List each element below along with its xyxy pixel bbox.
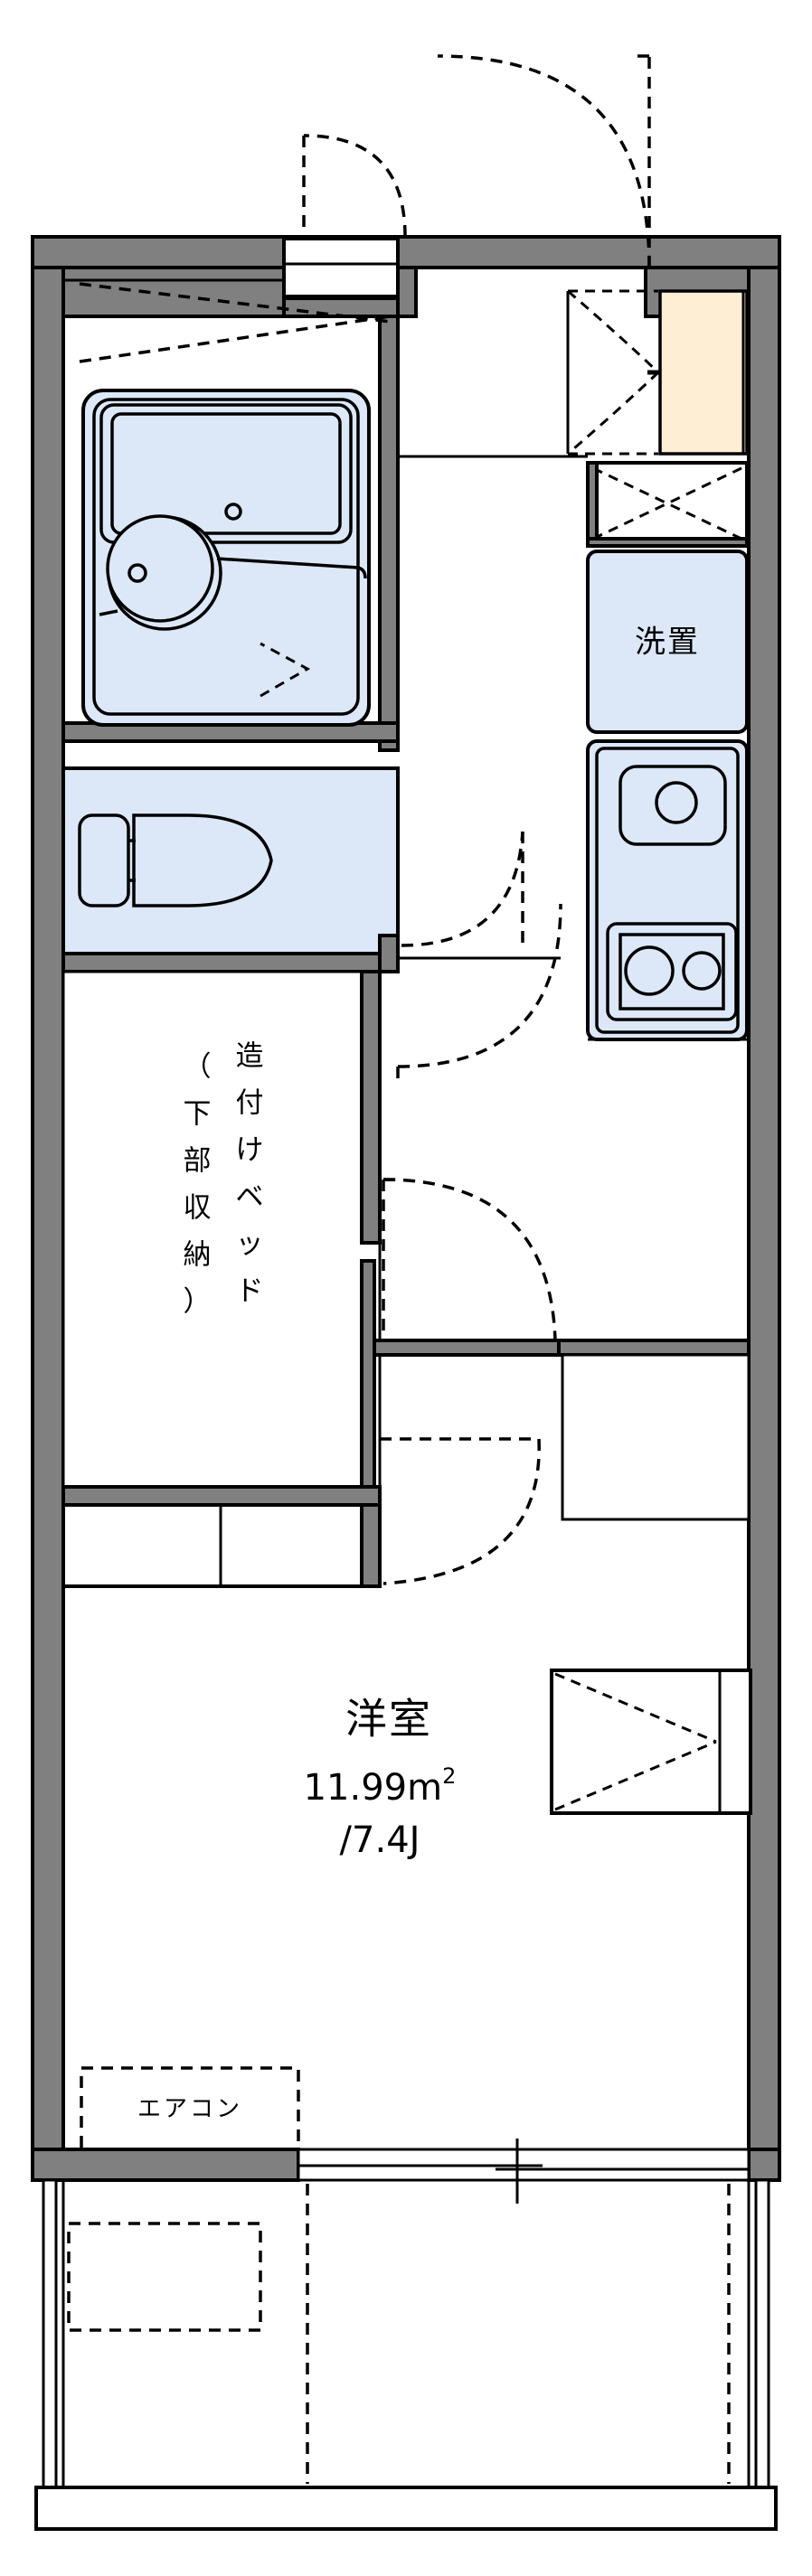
toilet-door[interactable] bbox=[401, 831, 524, 947]
lower-right-closet[interactable] bbox=[561, 1353, 751, 1521]
storage-char-0: （ bbox=[184, 1051, 212, 1084]
bathtub-drain bbox=[224, 503, 242, 521]
upper-closet[interactable] bbox=[586, 461, 749, 548]
main-room-area-sup: 2 bbox=[442, 1763, 456, 1789]
wall-meter-right bbox=[396, 266, 418, 318]
vanity-counter-left bbox=[99, 609, 118, 616]
kitchen-sink bbox=[618, 765, 727, 846]
bath-door-lower[interactable] bbox=[260, 642, 311, 698]
main-room-jo: /7.4J bbox=[340, 1819, 420, 1861]
bath-window[interactable] bbox=[282, 237, 400, 298]
wash-basin-drain bbox=[127, 563, 147, 583]
wall-bed-right-lower bbox=[360, 1259, 376, 1489]
built-in-bed-label-primary: 造 付 け ベ ッ ド bbox=[236, 1040, 264, 1308]
hall-lower-walls bbox=[557, 1339, 751, 1521]
lower-closet-door[interactable] bbox=[380, 1437, 541, 1585]
bath-window-frame[interactable] bbox=[282, 237, 400, 298]
bathtub bbox=[110, 412, 342, 535]
kitchen-counter-inner bbox=[595, 747, 740, 1034]
main-room-area-num: 11.99m bbox=[304, 1767, 442, 1809]
built-in-bed-floor bbox=[61, 970, 382, 1489]
toilet-room-floor bbox=[61, 766, 400, 955]
washer-pan bbox=[586, 550, 749, 734]
aircon-label: エアコン bbox=[137, 2096, 242, 2123]
air-conditioner: エアコン bbox=[80, 2066, 300, 2151]
toilet-bowl bbox=[132, 813, 273, 907]
kitchen-sink-drain bbox=[655, 781, 698, 824]
wash-basin-bowl bbox=[106, 514, 214, 623]
balcony-outdoor-unit bbox=[67, 2222, 262, 2332]
wall-bottom-left bbox=[31, 2148, 300, 2182]
entrance-door[interactable] bbox=[437, 54, 651, 268]
storage-char-5: ） bbox=[184, 1286, 212, 1319]
side-window-x-2 bbox=[554, 1740, 717, 1811]
vanity-counter-edge bbox=[216, 557, 367, 579]
bed-char-5: ド bbox=[236, 1275, 264, 1308]
wall-room-door-header bbox=[373, 1339, 561, 1357]
wall-bed-right-upper bbox=[360, 970, 382, 1245]
wall-toilet-bottom bbox=[61, 952, 400, 973]
bathtub-assembly bbox=[81, 389, 371, 727]
upper-closet-box[interactable] bbox=[586, 461, 749, 546]
wall-top-left-inner bbox=[61, 266, 286, 318]
unit-bath-room bbox=[61, 278, 400, 752]
washer-label: 洗置 bbox=[635, 625, 700, 661]
bed-char-4: ッ bbox=[236, 1228, 264, 1261]
built-in-bed-label-secondary: （ 下 部 収 納 ） bbox=[184, 1051, 212, 1319]
burner-large bbox=[624, 945, 675, 996]
balcony-rail-left bbox=[42, 2178, 58, 2489]
shower-pan-inner bbox=[92, 398, 360, 716]
side-window-x-1 bbox=[554, 1672, 717, 1744]
storage-char-4: 納 bbox=[184, 1239, 212, 1272]
bed-char-1: 付 bbox=[236, 1087, 264, 1120]
built-in-bed-area: 造 付 け ベ ッ ド （ 下 部 収 納 ） bbox=[61, 970, 382, 1507]
bath-door-folding[interactable] bbox=[79, 282, 392, 363]
washer-space: 洗置 bbox=[586, 550, 749, 734]
balcony bbox=[34, 2178, 778, 2531]
side-window-box[interactable] bbox=[550, 1669, 752, 1815]
side-window[interactable] bbox=[550, 1669, 752, 1815]
storage-char-3: 収 bbox=[184, 1192, 212, 1225]
wall-top bbox=[31, 235, 781, 269]
kitchen-counter bbox=[586, 739, 749, 1041]
main-room-name: 洋室 bbox=[345, 1695, 432, 1744]
wall-bath-right bbox=[378, 315, 400, 752]
shoe-cabinet-door[interactable] bbox=[567, 289, 660, 456]
closet-wall-left bbox=[586, 461, 599, 546]
room-door[interactable] bbox=[373, 1178, 561, 1357]
wall-bottom-right-stub bbox=[747, 2148, 781, 2182]
kitchen-door[interactable] bbox=[396, 903, 562, 1085]
meter-box-door[interactable] bbox=[302, 134, 407, 238]
bed-char-2: け bbox=[236, 1134, 264, 1167]
toilet-tank bbox=[78, 813, 130, 907]
balcony-sliding-window[interactable] bbox=[297, 2139, 751, 2204]
balcony-rail-right bbox=[754, 2178, 770, 2489]
lower-storage-drawers[interactable] bbox=[61, 1503, 382, 1588]
genkan-entryway bbox=[658, 289, 749, 456]
wall-right bbox=[747, 235, 781, 2182]
main-room-area: 11.99m2 bbox=[304, 1763, 457, 1809]
main-room: 洋室 11.99m2 /7.4J bbox=[304, 1695, 457, 1862]
burner-small bbox=[682, 951, 722, 991]
wall-toilet-right-stub bbox=[378, 934, 400, 973]
wall-bed-bottom bbox=[61, 1485, 382, 1507]
balcony-parapet bbox=[34, 2486, 778, 2531]
toilet-room bbox=[61, 766, 524, 973]
bed-char-0: 造 bbox=[236, 1040, 264, 1073]
aircon-box bbox=[80, 2066, 300, 2151]
storage-char-2: 部 bbox=[184, 1145, 212, 1178]
wall-left bbox=[31, 235, 65, 2182]
storage-char-1: 下 bbox=[184, 1098, 212, 1131]
wall-storage-right bbox=[360, 1503, 382, 1588]
wall-lower-right-header bbox=[557, 1339, 751, 1357]
entry-hall bbox=[302, 54, 749, 960]
closet-wall-bottom bbox=[586, 537, 749, 548]
bed-char-3: ベ bbox=[236, 1181, 264, 1214]
